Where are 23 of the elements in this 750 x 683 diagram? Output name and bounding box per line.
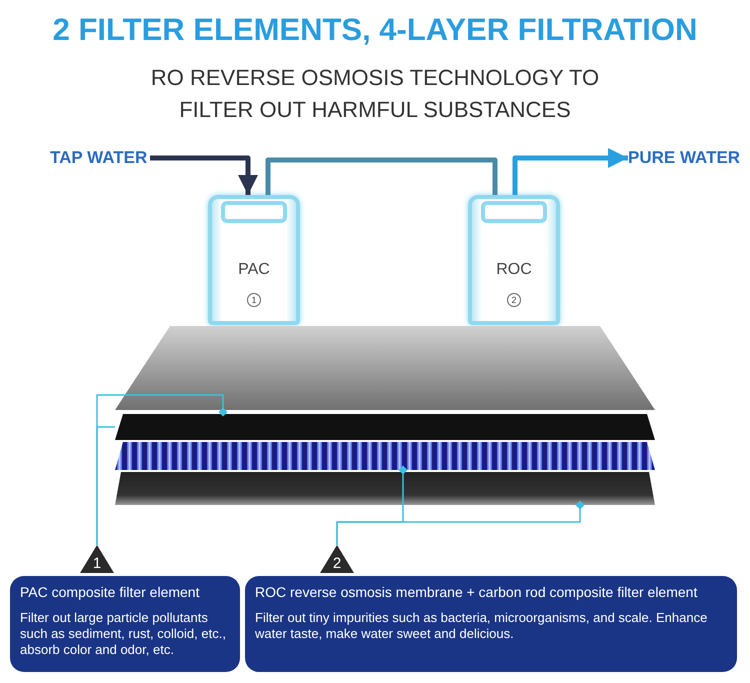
filter-cartridge	[468, 195, 560, 325]
flow-label: TAP WATER	[50, 148, 150, 168]
card-text: Filter out large particle pollutants such as sediment, rust, colloid, etc., absorb color and odor, etc.	[20, 610, 227, 658]
card-heading: PAC composite filter element	[20, 584, 200, 600]
filter-cartridge	[208, 195, 300, 325]
description-card	[10, 576, 240, 672]
number-marker: 1	[80, 545, 114, 573]
leader-line	[336, 500, 584, 545]
filter-name: PAC	[238, 261, 270, 279]
subtitle: RO REVERSE OSMOSIS TECHNOLOGY TO FILTER OUT HARMFUL SUBSTANCES	[150, 64, 600, 124]
filter-number: 1	[247, 293, 261, 307]
leader-line	[96, 426, 115, 545]
card-heading: ROC reverse osmosis membrane + carbon rod composite filter element	[255, 584, 698, 600]
card-text: Filter out tiny impurities such as bacteria, microorganisms, and scale. Enhance water taste, make water sweet and delicious.	[255, 610, 708, 642]
water-pipe	[150, 156, 258, 195]
water-pipe	[266, 158, 498, 195]
filter-name: ROC	[496, 261, 532, 279]
water-pipe	[512, 148, 628, 195]
flow-label: PURE WATER	[628, 148, 746, 168]
description-card	[245, 576, 737, 672]
title: 2 FILTER ELEMENTS, 4-LAYER FILTRATION	[52, 12, 698, 48]
filter-number: 2	[507, 293, 521, 307]
number-marker: 2	[320, 545, 354, 573]
